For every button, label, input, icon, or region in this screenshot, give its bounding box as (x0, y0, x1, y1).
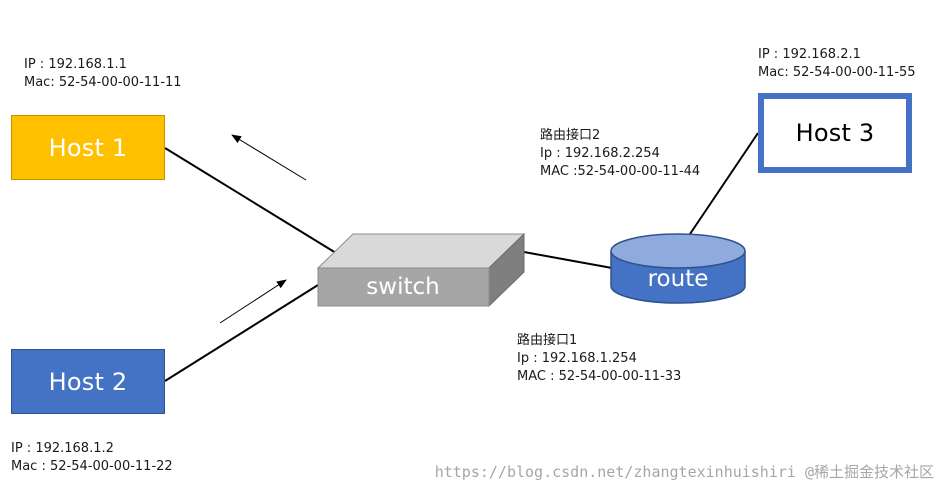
host1-box: Host 1 (11, 115, 165, 180)
host3-inner: Host 3 (764, 99, 906, 167)
link-router-host3 (689, 132, 759, 235)
host1-info: IP : 192.168.1.1 Mac: 52-54-00-00-11-11 (24, 56, 182, 92)
router-device (610, 233, 746, 304)
host2-label: Host 2 (48, 367, 128, 396)
switch-label: switch (366, 274, 440, 300)
switch-device (316, 232, 526, 308)
host3-ip: IP : 192.168.2.1 (758, 47, 861, 62)
host2-box: Host 2 (11, 349, 165, 414)
host2-mac: Mac : 52-54-00-00-11-22 (11, 459, 173, 474)
host3-box: Host 3 (758, 93, 912, 173)
host1-ip: IP : 192.168.1.1 (24, 57, 127, 72)
arrow-toward-switch (219, 279, 287, 324)
router-interface1-ip: Ip : 192.168.1.254 (517, 351, 637, 366)
router-label: route (647, 266, 709, 292)
router-interface2-info: 路由接口2 Ip : 192.168.2.254 MAC :52-54-00-0… (540, 127, 700, 181)
router-interface1-mac: MAC : 52-54-00-00-11-33 (517, 369, 682, 384)
host3-mac: Mac: 52-54-00-00-11-55 (758, 65, 916, 80)
router-interface1-name: 路由接口1 (517, 333, 578, 348)
host1-label: Host 1 (48, 133, 128, 162)
router-interface2-name: 路由接口2 (540, 128, 601, 143)
router-interface2-ip: Ip : 192.168.2.254 (540, 146, 660, 161)
link-host2-switch (164, 284, 319, 382)
host2-info: IP : 192.168.1.2 Mac : 52-54-00-00-11-22 (11, 440, 173, 476)
watermark: https://blog.csdn.net/zhangtexinhuishiri… (434, 463, 934, 481)
host1-mac: Mac: 52-54-00-00-11-11 (24, 75, 182, 90)
host3-info: IP : 192.168.2.1 Mac: 52-54-00-00-11-55 (758, 46, 916, 82)
host3-label: Host 3 (795, 119, 875, 147)
router-interface2-mac: MAC :52-54-00-00-11-44 (540, 164, 701, 179)
router-interface1-info: 路由接口1 Ip : 192.168.1.254 MAC : 52-54-00-… (517, 332, 681, 386)
host2-ip: IP : 192.168.1.2 (11, 441, 114, 456)
link-host1-switch (164, 147, 337, 254)
link-switch-router (523, 251, 613, 269)
arrow-toward-host1 (231, 134, 307, 181)
